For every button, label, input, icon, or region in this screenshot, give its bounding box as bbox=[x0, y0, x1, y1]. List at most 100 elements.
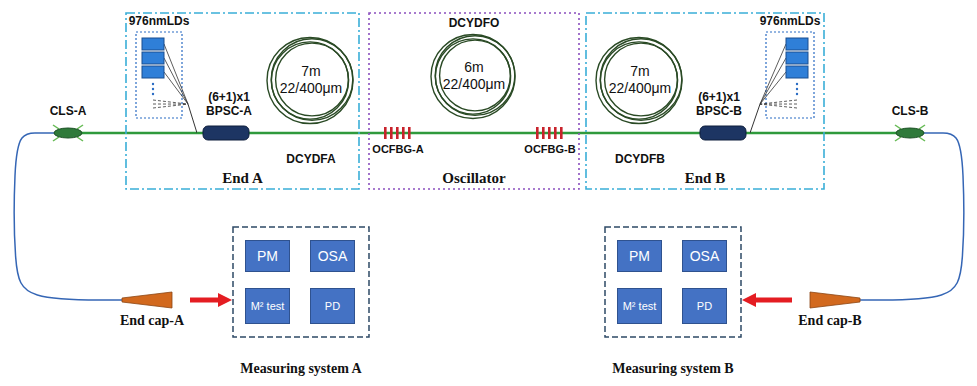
fiber-winding bbox=[276, 43, 349, 116]
combiner-body bbox=[700, 126, 746, 140]
text-slot: End cap-A bbox=[114, 312, 190, 329]
stripped-light-arrow bbox=[895, 137, 901, 141]
grating-bar bbox=[536, 127, 539, 139]
node-label: PM bbox=[257, 248, 278, 264]
text-slot: PD bbox=[682, 288, 727, 324]
instrument-box: PM bbox=[617, 240, 662, 272]
fiber-winding bbox=[267, 38, 353, 124]
laser-diode bbox=[142, 52, 164, 64]
gain-fiber-coil: 7m 22/400μmDCYDFA bbox=[265, 32, 357, 172]
node-label: CLS-B bbox=[892, 104, 929, 118]
measuring-system: Measuring system A PM OSA M² test PD bbox=[232, 226, 370, 382]
grating-bar bbox=[560, 127, 563, 139]
laser-diode bbox=[142, 66, 164, 78]
text-slot: (6+1)x1 BPSC-A bbox=[197, 90, 261, 118]
instrument-box: OSA bbox=[310, 240, 355, 272]
instrument-body bbox=[311, 289, 355, 324]
laser-diode bbox=[786, 66, 808, 78]
pump-combiner: (6+1)x1 BPSC-A bbox=[197, 90, 261, 142]
fiber-winding bbox=[271, 42, 348, 119]
laser-diode bbox=[142, 38, 164, 50]
fiber-bragg-grating: OCFBG-B bbox=[522, 124, 578, 162]
stripped-light-arrow bbox=[895, 125, 901, 129]
node-label: M² test bbox=[623, 300, 657, 313]
text-slot: Measuring system B bbox=[604, 360, 742, 377]
grating-bar bbox=[542, 127, 545, 139]
text-slot: Measuring system A bbox=[232, 360, 370, 377]
grating-bar bbox=[554, 127, 557, 139]
delivery-fiber bbox=[14, 133, 114, 300]
pump-diode-bank: 976nmLDs bbox=[760, 14, 820, 120]
fiber-connector bbox=[578, 132, 594, 135]
group-band: OscillatorDCYDFO6m 22/400μmOCFBG-AOCFBG-… bbox=[368, 12, 580, 190]
text-slot: OCFBG-A bbox=[370, 143, 426, 156]
end-cap-body bbox=[122, 292, 172, 308]
end-cap: End cap-B bbox=[792, 290, 868, 334]
laser-diode bbox=[786, 52, 808, 64]
instrument-body bbox=[311, 241, 355, 272]
text-slot: CLS-A bbox=[38, 104, 98, 118]
band-border bbox=[126, 13, 359, 189]
text-slot: PM bbox=[617, 240, 662, 272]
fiber-connector bbox=[98, 132, 197, 135]
pump-fiber bbox=[760, 58, 786, 104]
fiber-winding bbox=[600, 39, 682, 121]
fiber-winding bbox=[431, 35, 515, 119]
node-label: 6m 22/400μm bbox=[439, 59, 509, 93]
node-label: End B bbox=[685, 169, 725, 187]
group-band: End A976nmLDs(6+1)x1 BPSC-A7m 22/400μmDC… bbox=[125, 12, 360, 190]
fiber-connector bbox=[426, 132, 430, 135]
instrument-body bbox=[618, 241, 662, 272]
instrument-body bbox=[246, 289, 290, 324]
stripped-light-arrow bbox=[77, 137, 83, 141]
node-label: PM bbox=[629, 248, 650, 264]
fiber-connector bbox=[750, 132, 880, 135]
grating-bar bbox=[402, 127, 405, 139]
node-label: (6+1)x1 BPSC-A bbox=[199, 90, 259, 118]
fiber-winding bbox=[605, 43, 678, 116]
instrument-box: PM bbox=[245, 240, 290, 272]
node-label: DCYDFB bbox=[615, 152, 665, 166]
band-border bbox=[369, 13, 579, 189]
measuring-border bbox=[605, 227, 741, 337]
pump-fiber-connector bbox=[188, 104, 197, 133]
grating-bar bbox=[390, 127, 393, 139]
ellipsis-dot bbox=[152, 88, 154, 90]
pump-fiber bbox=[164, 58, 188, 104]
stripped-light-arrow bbox=[919, 137, 925, 141]
text-slot: DCYDFA bbox=[265, 152, 357, 166]
measuring-system: Measuring system BPMOSAM² testPD bbox=[604, 226, 742, 382]
output-beam-arrow bbox=[190, 298, 218, 303]
diode-bank-border bbox=[766, 32, 814, 118]
band-border bbox=[586, 13, 824, 189]
cladding-light-stripper: CLS-B bbox=[880, 104, 940, 142]
stripped-light-arrow bbox=[77, 125, 83, 129]
delivery-fiber bbox=[868, 133, 964, 300]
pump-fiber bbox=[760, 44, 786, 104]
instrument-box: PD bbox=[682, 288, 727, 324]
node-label: DCYDFA bbox=[286, 152, 335, 166]
node-label: Oscillator bbox=[442, 169, 505, 187]
instrument-body bbox=[683, 289, 727, 324]
instrument-box: M² test bbox=[245, 288, 290, 324]
pump-combiner: (6+1)x1 BPSC-B bbox=[688, 90, 750, 142]
ellipsis-dot bbox=[152, 93, 154, 95]
node-label: PD bbox=[325, 300, 340, 313]
stripper-body bbox=[54, 128, 82, 138]
node-label: Measuring system A bbox=[240, 360, 361, 377]
node-label: End cap-B bbox=[798, 312, 861, 329]
node-label: 7m 22/400μm bbox=[605, 63, 675, 97]
node-label: OCFBG-A bbox=[372, 143, 423, 156]
stripped-light-arrow bbox=[53, 137, 59, 141]
text-slot: PM bbox=[245, 240, 290, 272]
text-slot: Oscillator bbox=[368, 169, 580, 187]
fiber-connector bbox=[261, 132, 265, 135]
fiber-winding bbox=[435, 36, 515, 116]
text-slot: 7m 22/400μm bbox=[605, 63, 675, 97]
measuring-border bbox=[233, 227, 369, 337]
fiber bbox=[265, 132, 357, 135]
node-label: Measuring system B bbox=[612, 360, 733, 377]
combiner-body bbox=[203, 126, 249, 140]
fiber-winding bbox=[596, 38, 682, 124]
